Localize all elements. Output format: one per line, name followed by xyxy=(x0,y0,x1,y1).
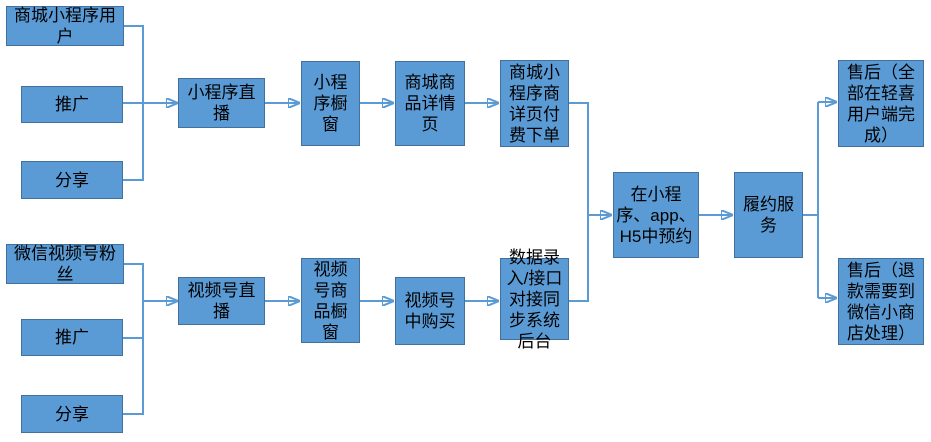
node-channel-purchase: 视频号中购买 xyxy=(395,277,465,345)
node-promotion-bottom: 推广 xyxy=(21,319,123,356)
node-promotion-top: 推广 xyxy=(21,86,123,123)
node-share-top: 分享 xyxy=(21,161,123,199)
node-channel-product-showcase: 视频号商品橱窗 xyxy=(301,258,360,343)
node-aftersale-qingxi-app: 售后（全部在轻喜用户端完成） xyxy=(838,60,924,147)
connector-top-bus xyxy=(123,25,144,181)
node-share-bottom: 分享 xyxy=(21,395,123,433)
node-aftersale-wechat-store: 售后（退款需要到微信小商店处理） xyxy=(838,258,924,345)
connector-split-trunk xyxy=(803,102,819,298)
node-mall-product-detail: 商城商品详情页 xyxy=(395,61,465,146)
connector-merge-bottom xyxy=(569,215,589,302)
node-channel-live: 视频号直播 xyxy=(178,277,265,325)
node-booking-miniprogram-app-h5: 在小程序、app、H5中预约 xyxy=(613,172,699,258)
node-data-entry-api-sync: 数据录入/接口对接同步系统后台 xyxy=(500,248,569,351)
connector-merge-top xyxy=(569,102,589,215)
node-mall-miniprogram-user: 商城小程序用户 xyxy=(6,6,124,46)
node-miniprogram-showcase: 小程序橱窗 xyxy=(301,61,360,146)
connector-bottom-bus xyxy=(123,263,144,415)
node-miniprogram-live: 小程序直播 xyxy=(178,78,265,128)
node-fulfillment-service: 履约服务 xyxy=(734,172,803,258)
node-wechat-channel-fans: 微信视频号粉丝 xyxy=(6,244,124,284)
node-mall-paid-order: 商城小程序商详页付费下单 xyxy=(500,60,569,147)
